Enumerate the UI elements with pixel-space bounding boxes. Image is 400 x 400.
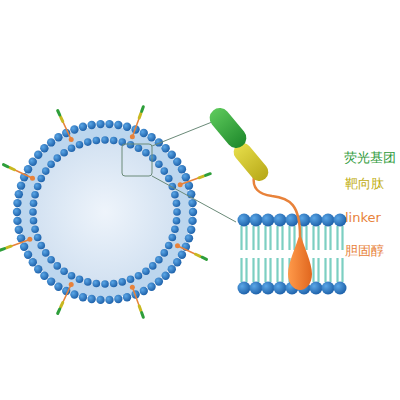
surface-probes <box>0 107 210 317</box>
zoom-line <box>152 176 236 222</box>
zoom-box <box>122 144 152 176</box>
linker-label: linker <box>345 210 381 226</box>
fluorophore-label: 荧光基团 <box>344 150 396 166</box>
bilayer-band <box>19 126 191 298</box>
bilayer-heads <box>13 120 197 304</box>
cholesterol-label: 胆固醇 <box>345 243 384 259</box>
linker <box>254 176 300 236</box>
peptide-label: 靶向肽 <box>345 176 384 192</box>
lipid-heads <box>238 214 347 295</box>
fluorophore <box>206 104 251 152</box>
liposome-core <box>31 138 179 286</box>
cholesterol <box>288 232 312 290</box>
